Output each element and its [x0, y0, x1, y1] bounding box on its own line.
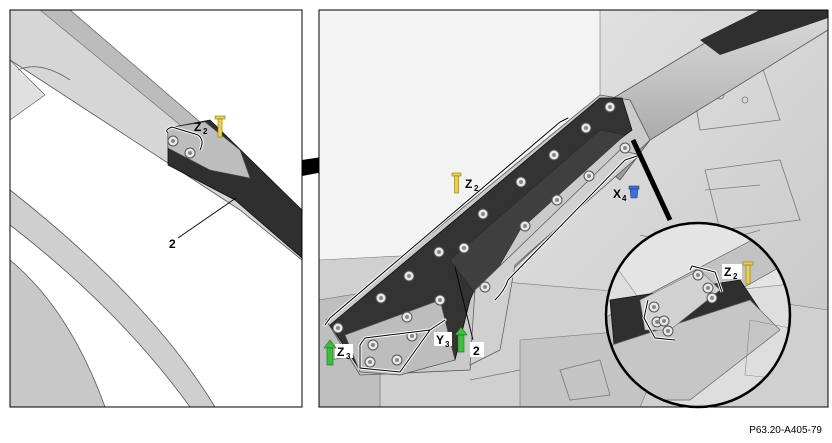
left-part-label: 2 [169, 237, 176, 251]
left-label-z2: Z 2 [194, 120, 208, 136]
yellow-rivet-icon [214, 115, 226, 138]
svg-text:Y: Y [436, 333, 444, 347]
right-panel-border [318, 9, 829, 408]
right-label-y3: Y 3 [434, 332, 452, 349]
svg-text:4: 4 [622, 194, 627, 203]
right-label-z3: Z 3 [335, 344, 353, 361]
svg-text:Z: Z [194, 120, 201, 134]
right-rivet-group [332, 101, 631, 368]
detail-label-z2: Z 2 [722, 264, 742, 281]
magnifier-connector [630, 138, 673, 222]
left-leader-line [177, 197, 237, 239]
svg-text:X: X [613, 187, 621, 201]
svg-text:2: 2 [203, 127, 208, 136]
left-bracket [166, 126, 203, 151]
right-leader-line [454, 266, 474, 341]
figure-reference: P63.20-A405-79 [749, 425, 822, 436]
left-panel-border [9, 9, 303, 408]
right-label-z2: Z 2 [465, 177, 479, 193]
right-label-x4: X 4 [613, 187, 627, 203]
x4-bracket [494, 154, 641, 301]
left-rivet-group [167, 135, 196, 159]
a-pillar-frame [10, 189, 216, 407]
green-rivet-icon [323, 339, 337, 366]
svg-text:2: 2 [733, 272, 738, 281]
right-part-label: 2 [470, 342, 484, 358]
svg-text:3: 3 [346, 352, 351, 361]
svg-text:2: 2 [474, 184, 479, 193]
z3-bracket [359, 319, 446, 373]
svg-text:Z: Z [724, 265, 731, 279]
svg-text:3: 3 [445, 340, 450, 349]
z2-bracket-upper [324, 117, 569, 326]
green-rivet-icon [454, 326, 468, 353]
svg-text:Z: Z [465, 177, 472, 191]
yellow-rivet-icon [451, 172, 462, 194]
svg-text:2: 2 [473, 344, 480, 358]
blue-rivet-icon [628, 185, 640, 199]
upper-roof-beam [10, 10, 302, 261]
yellow-rivet-icon [742, 261, 754, 285]
left-detail-panel [10, 10, 302, 407]
svg-text:Z: Z [337, 345, 344, 359]
